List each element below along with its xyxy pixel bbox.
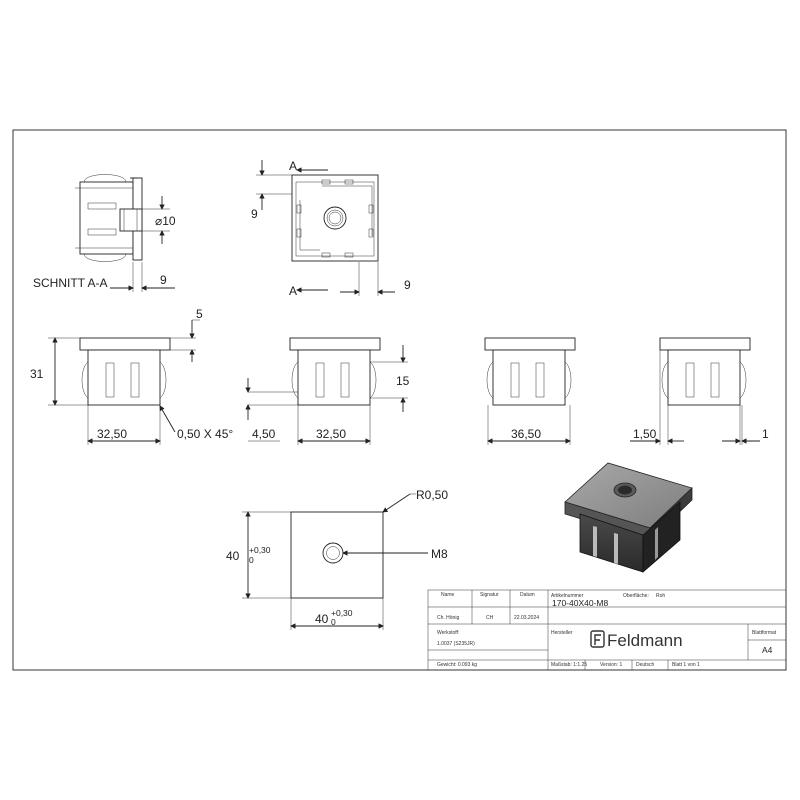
tb-header-oberflaeche: Oberfläche: [623,593,649,599]
tb-version: Version: 1 [600,662,622,668]
front-view-3: 36,50 [484,337,576,445]
section-mark-top: A [289,159,297,173]
dim-1: 1 [762,427,769,441]
tb-header-blattformat: Blattformat [752,630,777,636]
dim-chamfer: 0,50 X 45° [177,427,233,441]
tb-header-hersteller: Hersteller [551,630,573,636]
dim-top-9-left: 9 [251,207,258,221]
top-view: A A 9 9 [251,159,411,298]
dim-top-5: 5 [196,307,203,321]
tb-value-name: Ch. Hönig [437,615,459,621]
title-block: Name Signatur Datum Ch. Hönig CH 22.03.2… [427,589,787,671]
dim-hole-diameter: ⌀10 [155,214,176,228]
tol-upper-h: +0,30 [331,608,353,618]
tb-header-name: Name [441,592,455,598]
tb-massstab: Maßstab: 1:1.25 [551,662,587,668]
dim-section-9: 9 [160,273,167,287]
dim-4-50: 4,50 [252,427,276,441]
tb-blatt: Blatt 1 von 1 [672,662,700,668]
front-view-2: 15 4,50 32,50 [245,337,410,445]
dim-height-31: 31 [30,367,44,381]
tb-header-artikelnummer: Artikelnummer [551,593,584,599]
feldmann-logo-icon [590,630,605,648]
tol-lower-v: 0 [249,555,254,565]
dim-width-32-50-a: 32,50 [97,427,127,441]
dim-width-36-50: 36,50 [511,427,541,441]
dim-radius: R0,50 [416,488,448,502]
front-view-1: 31 5 32,50 0,50 X 45° [30,307,233,445]
tb-value-blattformat: A4 [762,645,773,655]
tb-header-werkstoff: Werkstoff: [437,630,459,636]
section-label: SCHNITT A-A [33,276,107,290]
plate-view: R0,50 M8 40 +0,30 0 40 +0,30 0 [226,488,448,630]
section-view-a-a: ⌀10 9 SCHNITT A-A [33,174,176,292]
dim-height-15: 15 [396,374,410,388]
tb-header-signatur: Signatur [480,592,499,598]
sheet-border [12,129,787,671]
tb-value-werkstoff: 1.0037 (S235JR) [437,641,475,647]
tb-header-datum: Datum [520,592,535,598]
tb-brand: Feldmann [607,631,683,650]
isometric-view [564,462,693,573]
dim-width-32-50-b: 32,50 [316,427,346,441]
tb-sprache: Deutsch [636,662,655,668]
front-view-4: 1,50 1 [630,337,769,445]
tb-value-oberflaeche: Roh [656,593,665,599]
dim-top-9-bottom: 9 [404,278,411,292]
dim-thread-m8: M8 [431,547,448,561]
section-mark-bottom: A [289,284,297,298]
dim-plate-height: 40 [226,549,240,563]
tb-value-signatur: CH [486,615,494,621]
tol-lower-h: 0 [331,617,336,627]
tol-upper-v: +0,30 [249,545,271,555]
tb-gewicht: Gewicht: 0.093 kg [437,662,477,668]
tb-value-datum: 22.03.2024 [514,615,539,621]
dim-plate-width: 40 [315,612,329,626]
tb-article-number: 170-40X40-M8 [552,598,609,608]
dim-1-50: 1,50 [633,427,657,441]
